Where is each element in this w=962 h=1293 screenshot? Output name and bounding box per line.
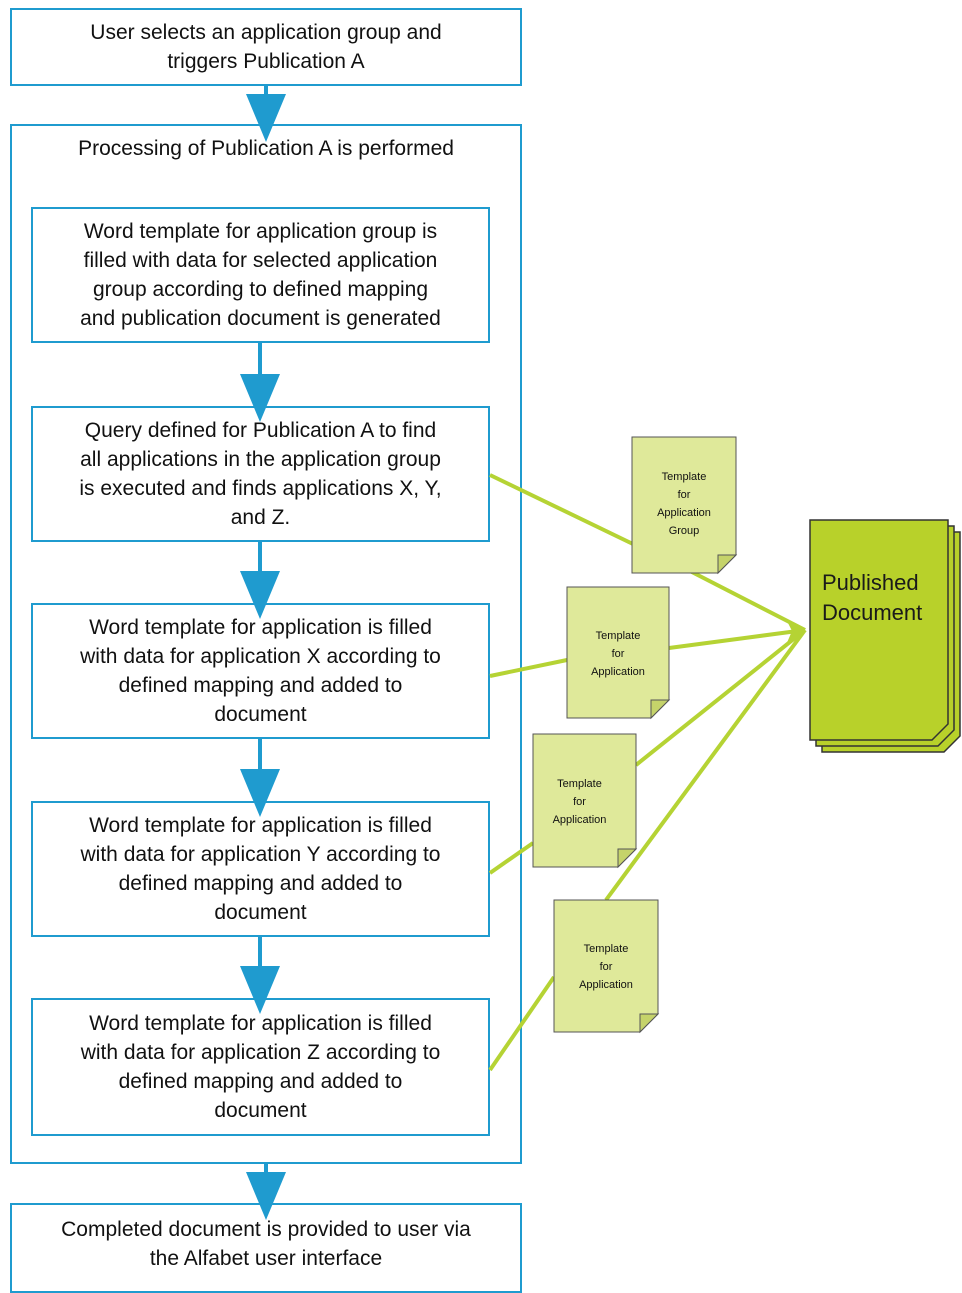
start-step-box: User selects an application group and tr… — [10, 8, 522, 86]
group-fill-step-box: Word template for application group is f… — [31, 207, 490, 343]
connector-template-group-to-published — [687, 568, 806, 632]
connector-app-y-to-template — [488, 841, 535, 875]
connector-template-y-to-published — [634, 628, 807, 767]
end-step-text: Completed document is provided to user v… — [61, 1218, 471, 1270]
query-step-text: Query defined for Publication A to find … — [79, 419, 442, 529]
published-document-label: Published Document — [822, 570, 923, 625]
processing-title: Processing of Publication A is performed — [78, 137, 454, 160]
app-z-step-box: Word template for application is filled … — [31, 998, 490, 1136]
app-x-step-box: Word template for application is filled … — [31, 603, 490, 739]
app-y-step-box: Word template for application is filled … — [31, 801, 490, 937]
connector-template-x-to-published — [668, 628, 806, 650]
template-group-fold — [717, 554, 738, 575]
template-app-y-label: Template for Application — [552, 778, 607, 826]
template-app-x-fold — [650, 699, 671, 720]
published-document-stack — [809, 519, 961, 753]
query-step-box: Query defined for Publication A to find … — [31, 406, 490, 542]
connector-app-x-to-template — [489, 658, 568, 678]
connector-app-z-to-template — [488, 975, 556, 1072]
group-fill-step-text: Word template for application group is f… — [80, 220, 441, 330]
template-group-label: Template for Application Group — [657, 471, 711, 537]
start-step-text: User selects an application group and tr… — [90, 21, 442, 73]
published-document-arrowhead — [786, 619, 805, 645]
connector-query-to-template — [489, 473, 636, 547]
connector-template-z-to-published — [604, 628, 807, 902]
template-app-z-fold — [639, 1013, 660, 1034]
template-app-y-fold — [617, 848, 638, 869]
app-y-step-text: Word template for application is filled … — [80, 814, 441, 924]
app-z-step-text: Word template for application is filled … — [80, 1012, 441, 1122]
template-app-x-label: Template for Application — [591, 630, 645, 678]
app-x-step-text: Word template for application is filled … — [80, 616, 441, 726]
template-app-z-label: Template for Application — [579, 943, 633, 991]
